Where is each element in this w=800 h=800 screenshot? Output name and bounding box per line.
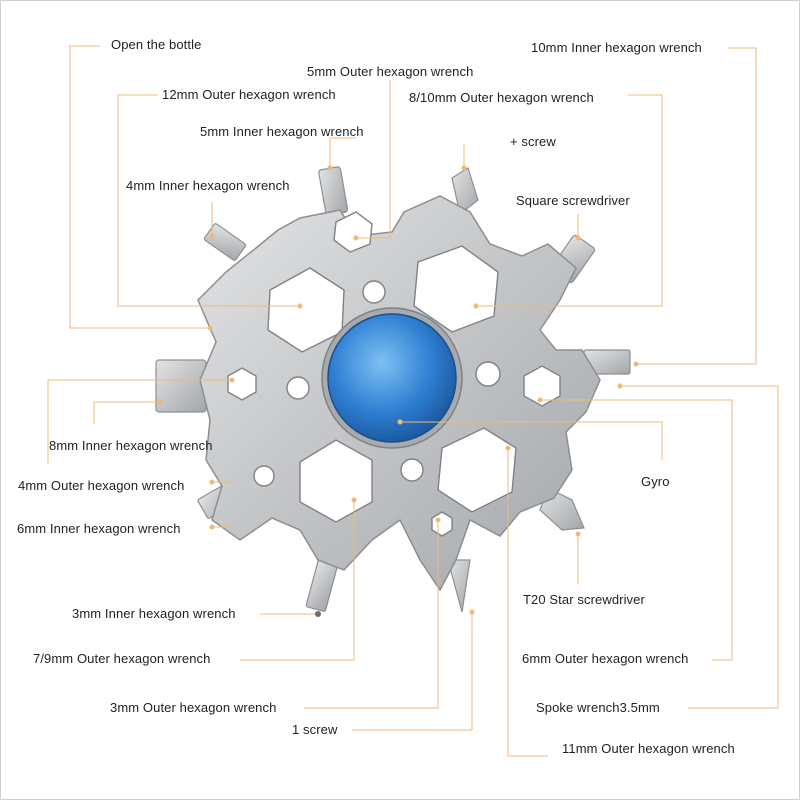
label-4mm-outer-hex: 4mm Outer hexagon wrench — [18, 478, 185, 493]
label-spoke-wrench: Spoke wrench3.5mm — [536, 700, 660, 715]
label-6mm-inner-hex: 6mm Inner hexagon wrench — [17, 521, 181, 536]
leader-lines — [47, 45, 779, 757]
label-square-screwdriver: Square screwdriver — [516, 193, 630, 208]
hex-8mm-inner — [227, 367, 257, 401]
hex-8-10mm — [413, 245, 499, 333]
hex-5mm-outer — [333, 211, 373, 253]
hex-3mm-outer — [431, 511, 453, 537]
label-6mm-outer-hex: 6mm Outer hexagon wrench — [522, 651, 689, 666]
gyro-hub — [321, 307, 463, 449]
leader-dots — [157, 165, 639, 617]
plus-screw-tip — [447, 559, 471, 613]
phillips-tip — [451, 167, 479, 216]
round-holes — [253, 280, 501, 487]
label-4mm-inner-hex: 4mm Inner hexagon wrench — [126, 178, 290, 193]
hexagon-cutouts — [227, 211, 561, 537]
label-8mm-inner-hex: 8mm Inner hexagon wrench — [49, 438, 213, 453]
bottle-opener-tip — [318, 166, 349, 216]
hex-11mm — [437, 427, 517, 513]
label-5mm-inner-hex: 5mm Inner hexagon wrench — [200, 124, 364, 139]
label-7-9mm-outer-hex: 7/9mm Outer hexagon wrench — [33, 651, 211, 666]
label-8-10mm-outer-hex: 8/10mm Outer hexagon wrench — [409, 90, 594, 105]
hex-6mm-outer — [523, 365, 561, 407]
label-gyro: Gyro — [641, 474, 670, 489]
label-5mm-outer-hex: 5mm Outer hexagon wrench — [307, 64, 474, 79]
label-t20-star: T20 Star screwdriver — [523, 592, 645, 607]
label-1-screw: 1 screw — [292, 722, 338, 737]
label-3mm-outer-hex: 3mm Outer hexagon wrench — [110, 700, 277, 715]
inner-hex-4-tip — [203, 223, 247, 261]
label-12mm-outer-hex: 12mm Outer hexagon wrench — [162, 87, 336, 102]
inner-hex-8-tip — [155, 359, 207, 413]
label-11mm-outer-hex: 11mm Outer hexagon wrench — [562, 741, 735, 756]
label-3mm-inner-hex: 3mm Inner hexagon wrench — [72, 606, 236, 621]
label-open-the-bottle: Open the bottle — [111, 37, 202, 52]
label-10mm-inner-hex: 10mm Inner hexagon wrench — [531, 40, 702, 55]
label-plus-screw: + screw — [510, 134, 556, 149]
